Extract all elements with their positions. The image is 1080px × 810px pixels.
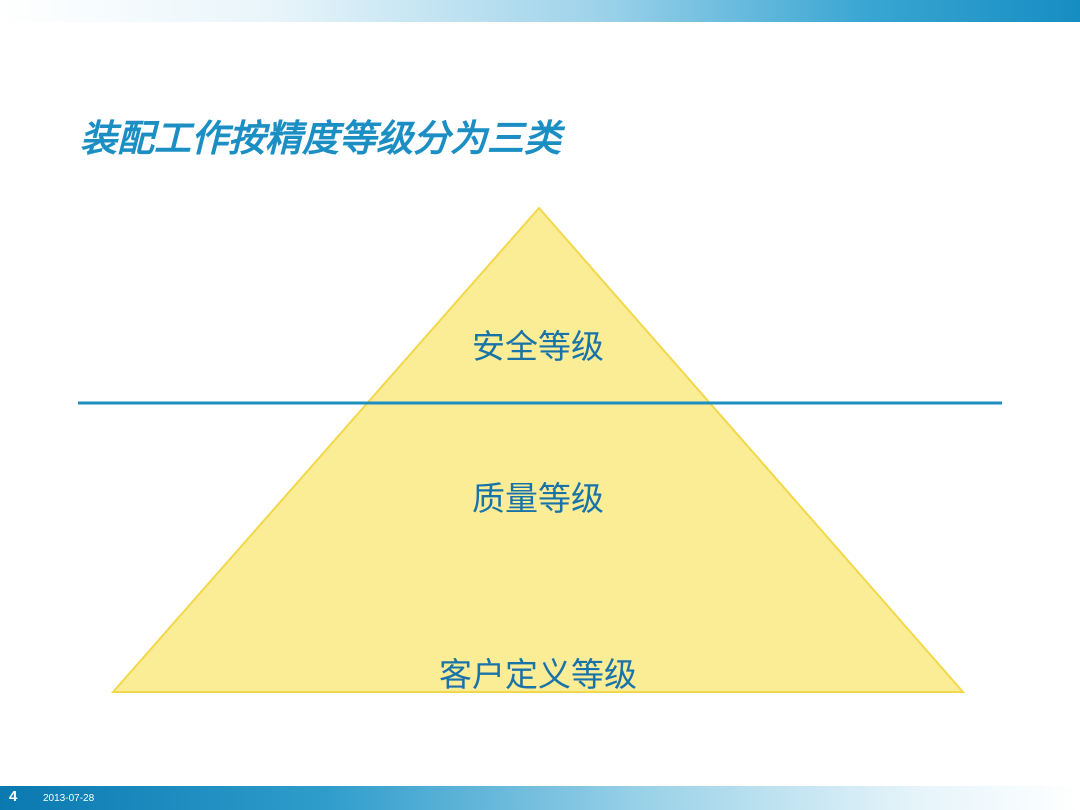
page-number: 4 [9,788,18,805]
slide-date: 2013-07-28 [43,793,95,804]
level-label-customer: 客户定义等级 [439,655,637,694]
footer-bar [0,786,1080,810]
level-label-quality: 质量等级 [472,479,604,518]
slide-title: 装配工作按精度等级分为三类 [80,117,561,160]
level-label-safety: 安全等级 [472,327,604,366]
header-bar [0,0,1080,22]
pyramid-triangle [110,206,966,693]
